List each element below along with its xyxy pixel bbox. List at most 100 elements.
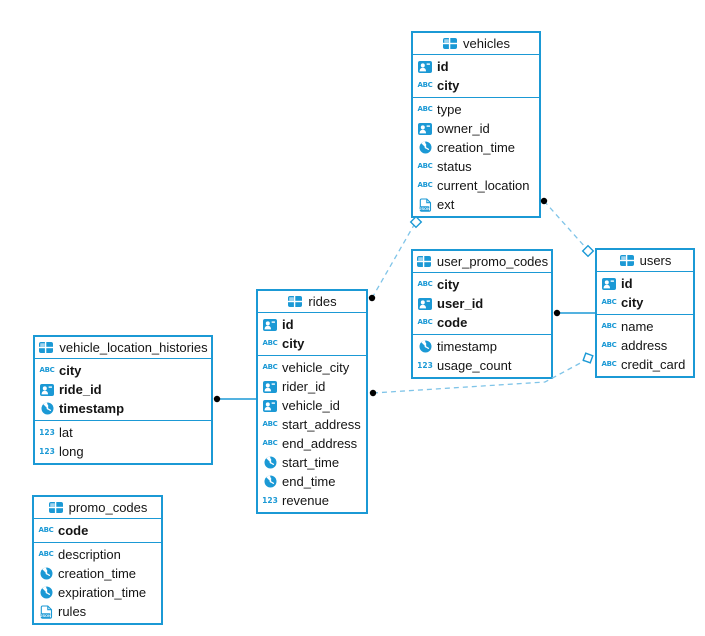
column-name: code bbox=[58, 523, 89, 538]
column-name: type bbox=[437, 102, 462, 117]
column-name: owner_id bbox=[437, 121, 490, 136]
column-row[interactable]: ABC type bbox=[413, 100, 539, 119]
column-name: id bbox=[621, 276, 633, 291]
column-row[interactable]: user_id bbox=[413, 294, 551, 313]
timestamp-type-icon bbox=[39, 402, 55, 415]
abc-text-type-icon: ABC bbox=[417, 280, 433, 288]
svg-text:JSON: JSON bbox=[40, 612, 51, 617]
column-name: start_address bbox=[282, 417, 361, 432]
column-name: status bbox=[437, 159, 472, 174]
column-row[interactable]: end_time bbox=[258, 472, 366, 491]
column-row[interactable]: timestamp bbox=[413, 337, 551, 356]
abc-text-type-icon: ABC bbox=[262, 363, 278, 371]
timestamp-type-icon bbox=[417, 340, 433, 353]
table-icon bbox=[619, 255, 635, 266]
abc-text-type-icon: ABC bbox=[601, 322, 617, 330]
column-name: timestamp bbox=[59, 401, 125, 416]
column-name: timestamp bbox=[437, 339, 497, 354]
abc-text-type-icon: ABC bbox=[601, 360, 617, 368]
abc-text-type-icon: ABC bbox=[417, 162, 433, 170]
table-header[interactable]: user_promo_codes bbox=[413, 251, 551, 273]
column-row[interactable]: ABC credit_card bbox=[597, 355, 693, 374]
column-row[interactable]: ride_id bbox=[35, 380, 211, 399]
number-123-type-icon: 123 bbox=[39, 446, 55, 456]
column-row[interactable]: id bbox=[413, 57, 539, 76]
column-name: name bbox=[621, 319, 654, 334]
column-row[interactable]: start_time bbox=[258, 453, 366, 472]
column-name: code bbox=[437, 315, 468, 330]
timestamp-type-icon bbox=[417, 141, 433, 154]
column-row[interactable]: owner_id bbox=[413, 119, 539, 138]
table-header[interactable]: users bbox=[597, 250, 693, 272]
timestamp-type-icon bbox=[262, 475, 278, 488]
table-header[interactable]: vehicle_location_histories bbox=[35, 337, 211, 359]
abc-text-type-icon: ABC bbox=[601, 298, 617, 306]
column-name: credit_card bbox=[621, 357, 686, 372]
column-row[interactable]: id bbox=[258, 315, 366, 334]
column-name: id bbox=[437, 59, 449, 74]
table-header[interactable]: rides bbox=[258, 291, 366, 313]
column-row[interactable]: creation_time bbox=[413, 138, 539, 157]
table-title: promo_codes bbox=[68, 500, 148, 515]
column-row[interactable]: rider_id bbox=[258, 377, 366, 396]
column-row[interactable]: timestamp bbox=[35, 399, 211, 418]
id-card-icon bbox=[39, 383, 55, 396]
table-title: vehicle_location_histories bbox=[59, 340, 208, 355]
column-name: ext bbox=[437, 197, 455, 212]
column-name: current_location bbox=[437, 178, 530, 193]
column-name: city bbox=[621, 295, 644, 310]
abc-text-type-icon: ABC bbox=[417, 81, 433, 89]
column-row[interactable]: vehicle_id bbox=[258, 396, 366, 415]
column-name: city bbox=[282, 336, 305, 351]
table-header[interactable]: vehicles bbox=[413, 33, 539, 55]
column-name: description bbox=[58, 547, 121, 562]
table-icon bbox=[38, 342, 54, 353]
column-row[interactable]: ABC status bbox=[413, 157, 539, 176]
column-name: ride_id bbox=[59, 382, 102, 397]
abc-text-type-icon: ABC bbox=[601, 341, 617, 349]
table-icon bbox=[287, 296, 303, 307]
column-name: end_time bbox=[282, 474, 336, 489]
column-row[interactable]: expiration_time bbox=[34, 583, 161, 602]
column-name: usage_count bbox=[437, 358, 512, 373]
id-card-icon bbox=[417, 297, 433, 310]
table-header[interactable]: promo_codes bbox=[34, 497, 161, 519]
column-row[interactable]: creation_time bbox=[34, 564, 161, 583]
column-row[interactable]: id bbox=[597, 274, 693, 293]
column-name: revenue bbox=[282, 493, 329, 508]
column-row[interactable]: ABC city bbox=[597, 293, 693, 312]
column-row[interactable]: ABC name bbox=[597, 317, 693, 336]
abc-text-type-icon: ABC bbox=[417, 105, 433, 113]
column-name: creation_time bbox=[58, 566, 137, 581]
